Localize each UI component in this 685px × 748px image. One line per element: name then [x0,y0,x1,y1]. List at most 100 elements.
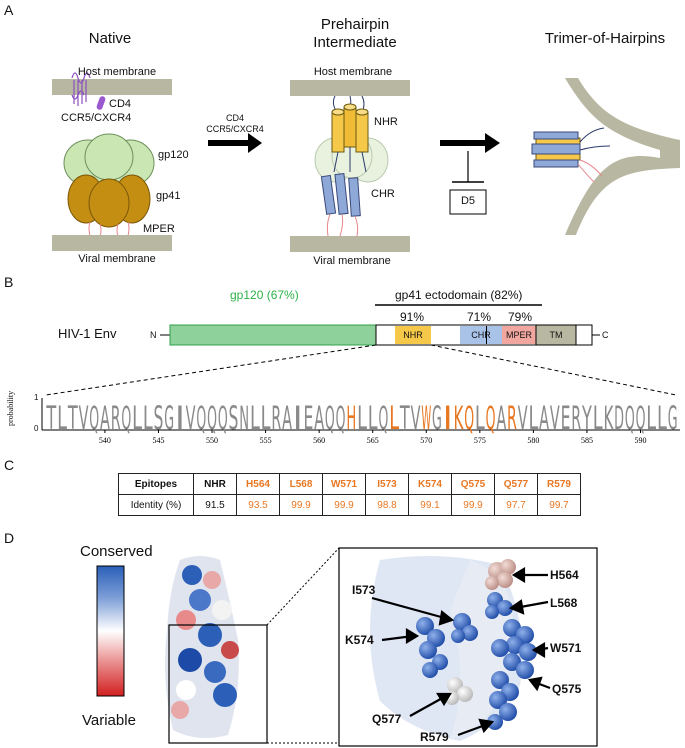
logo-letter: Q [486,399,496,437]
chr-segment-label: CHR [471,330,491,340]
logo-letter: Q [89,399,99,437]
logo-letter: V [550,399,560,437]
zoom-line-left [45,344,377,396]
label-i573: I573 [352,583,376,597]
prehairpin-title: Prehairpin Intermediate [313,16,397,51]
logo-tick-label: 555 [260,436,272,445]
gp120-identity-label: gp120 (67%) [230,288,299,302]
panel-letter-d: D [4,530,15,546]
logo-letter: W [421,399,431,437]
cell-q575: 99.9 [451,494,495,516]
logo-letter: R [111,399,121,437]
logo-letter: L [389,399,399,437]
label-h564: H564 [550,568,579,582]
logo-letter: L [132,399,142,437]
logo-tick-label: 585 [581,436,593,445]
logo-letter: A [496,399,506,437]
logo-letter: K [603,399,614,437]
header-q577: Q577 [494,473,538,495]
logo-letter: L [261,399,271,437]
d5-box [449,189,487,215]
logo-letter: Y [581,399,592,437]
logo-letter: Q [625,399,635,437]
logo-letter: G [432,399,442,437]
logo-letter: K [453,399,464,437]
logo-letter: E [561,399,571,437]
zoom-line-right [430,344,677,396]
logo-ylabel: probability [6,390,15,426]
logo-letter: I [293,399,303,437]
cell-w571: 99.9 [322,494,366,516]
logo-letter: G [668,399,678,437]
nhr-identity-pct: 91% [400,310,425,324]
header-q575: Q575 [451,473,495,495]
zoom-box [168,624,268,744]
logo-letter: V [186,399,196,437]
label-k574: K574 [345,633,374,647]
six-helix-bundle [531,127,611,183]
logo-letter: T [67,399,78,437]
logo-letter: A [282,399,292,437]
env-label: HIV-1 Env [58,326,117,341]
cell-l568: 99.9 [279,494,323,516]
logo-letter: V [79,399,89,437]
cell-i573: 98.8 [365,494,409,516]
logo-letter: L [143,399,153,437]
header-h564: H564 [236,473,280,495]
logo-letter: I [175,399,185,437]
logo-tick-label: 565 [367,436,379,445]
chr-label: CHR [371,188,395,200]
mper-label: MPER [143,223,175,235]
logo-letter: Q [325,399,335,437]
chr-helices [320,173,361,217]
trimer-title: Trimer-of-Hairpins [544,30,666,47]
logo-letter: Q [378,399,388,437]
host-membrane-native [52,79,172,95]
zoom-line-top [266,547,340,626]
logo-tick-label: 560 [313,436,325,445]
logo-letter: A [314,399,324,437]
logo-letter: L [368,399,378,437]
logo-letter: D [614,399,624,437]
gp41-trimer-native [67,174,151,228]
header-r579: R579 [537,473,581,495]
header-k574: K574 [408,473,452,495]
cell-k574: 99.1 [408,494,452,516]
cell-q577: 97.7 [494,494,538,516]
native-title: Native [88,30,132,47]
logo-tick-label: 570 [420,436,432,445]
conservation-scale-bar [96,565,125,697]
header-nhr: NHR [193,473,237,495]
logo-letter: T [399,399,410,437]
cell-h564: 93.5 [236,494,280,516]
logo-letter: T [46,399,57,437]
header-w571: W571 [322,473,366,495]
env-nhr-segment [395,326,431,344]
c-term-label: C [602,330,609,340]
logo-letter: N [239,399,249,437]
logo-letter: L [57,399,67,437]
logo-letter: L [250,399,260,437]
row-label: Identity (%) [118,494,194,516]
mper-segment-label: MPER [505,330,532,340]
logo-tick-label: 545 [152,436,164,445]
logo-ytick-top: 1 [34,393,39,402]
env-gp120-segment [169,324,377,346]
residue-r579-spheres [487,671,519,730]
chr-identity-pct: 71% [467,310,492,324]
label-r579: R579 [420,730,449,744]
panel-letter-b: B [4,274,14,290]
logo-letter: L [357,399,367,437]
header-l568: L568 [279,473,323,495]
logo-tick-label: 590 [635,436,647,445]
label-w571: W571 [550,641,582,655]
logo-letter: Q [196,399,206,437]
prehairpin-linkers [333,147,367,173]
env-chr-segment [460,326,502,344]
cd4-label: CD4 [109,98,132,110]
arrow-label-ccr5: CCR5/CXCR4 [206,124,264,134]
arrow-native-to-prehairpin [208,133,262,153]
mper-linkers-native [88,221,130,237]
